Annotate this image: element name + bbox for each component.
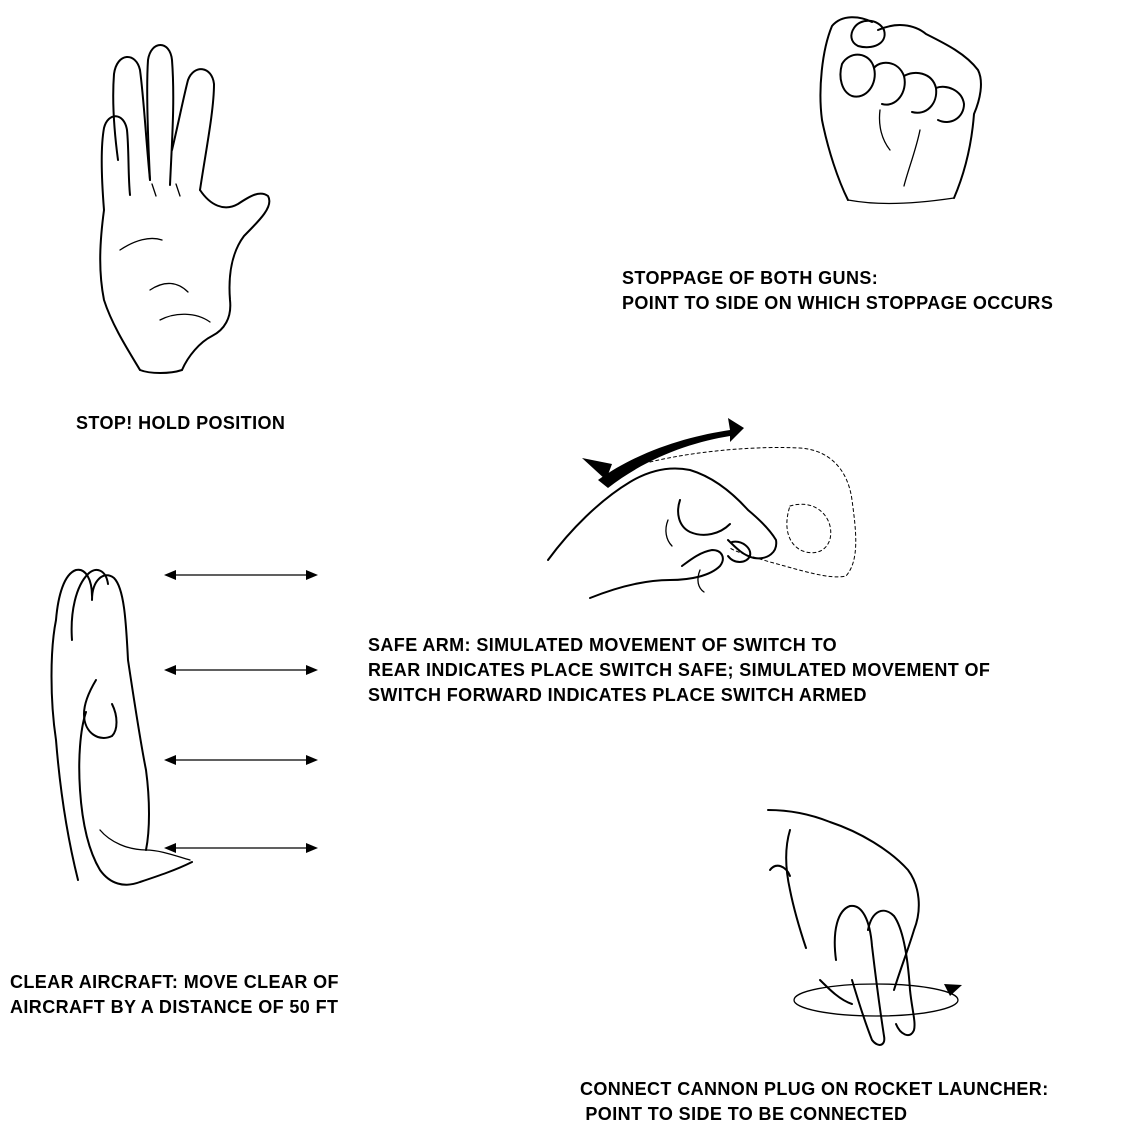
caption-connect-cannon-plug-line-1: CONNECT CANNON PLUG ON ROCKET LAUNCHER: <box>580 1077 1049 1102</box>
side-palm-hand-icon <box>52 570 193 885</box>
caption-stop-line-1: STOP! HOLD POSITION <box>76 411 285 436</box>
caption-clear-aircraft-line-2: AIRCRAFT BY A DISTANCE OF 50 FT <box>10 995 339 1020</box>
caption-connect-cannon-plug: CONNECT CANNON PLUG ON ROCKET LAUNCHER: … <box>580 1077 1049 1127</box>
switch-flip-hand-icon <box>548 418 856 598</box>
caption-stoppage: STOPPAGE OF BOTH GUNS: POINT TO SIDE ON … <box>622 266 1053 316</box>
caption-safe-arm: SAFE ARM: SIMULATED MOVEMENT OF SWITCH T… <box>368 633 990 708</box>
twisting-fingers-hand-icon <box>768 810 962 1045</box>
caption-clear-aircraft-line-1: CLEAR AIRCRAFT: MOVE CLEAR OF <box>10 970 339 995</box>
caption-stoppage-line-1: STOPPAGE OF BOTH GUNS: <box>622 266 1053 291</box>
caption-stop: STOP! HOLD POSITION <box>76 411 285 436</box>
caption-safe-arm-line-1: SAFE ARM: SIMULATED MOVEMENT OF SWITCH T… <box>368 633 990 658</box>
direction-arrows <box>164 570 318 853</box>
caption-safe-arm-line-3: SWITCH FORWARD INDICATES PLACE SWITCH AR… <box>368 683 990 708</box>
open-palm-hand-icon <box>100 45 269 373</box>
caption-stoppage-line-2: POINT TO SIDE ON WHICH STOPPAGE OCCURS <box>622 291 1053 316</box>
caption-connect-cannon-plug-line-2: POINT TO SIDE TO BE CONNECTED <box>580 1102 1049 1127</box>
clenched-fist-hand-icon <box>820 17 981 203</box>
caption-clear-aircraft: CLEAR AIRCRAFT: MOVE CLEAR OF AIRCRAFT B… <box>10 970 339 1020</box>
caption-safe-arm-line-2: REAR INDICATES PLACE SWITCH SAFE; SIMULA… <box>368 658 990 683</box>
